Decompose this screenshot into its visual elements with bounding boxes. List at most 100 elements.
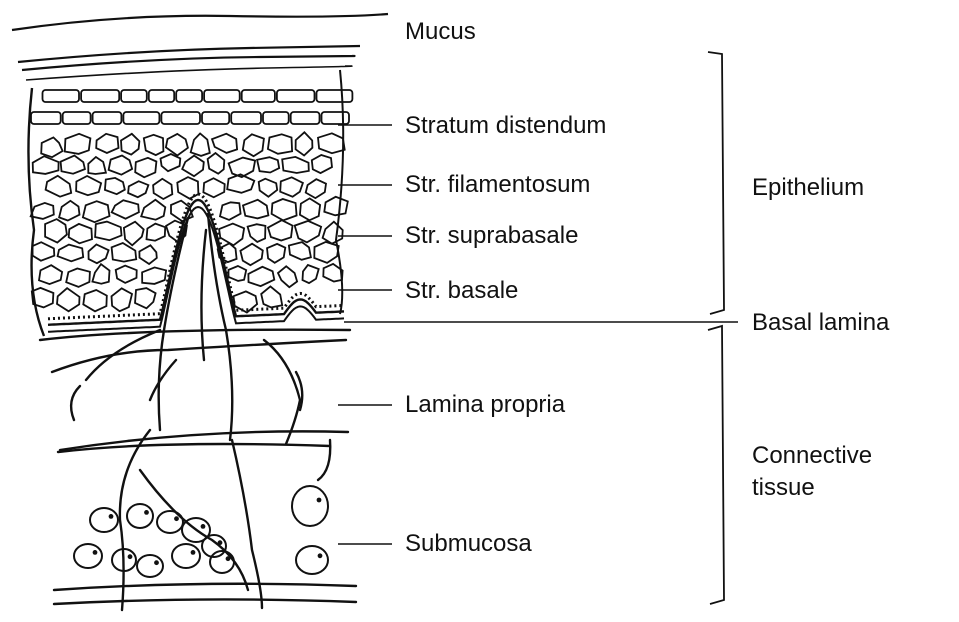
epithelial-cell [135, 158, 156, 178]
fat-cell [127, 504, 153, 528]
label-epithelium: Epithelium [752, 174, 864, 202]
epithelial-cell [324, 197, 348, 216]
epithelial-cell [66, 269, 90, 287]
epithelial-cell [306, 179, 326, 198]
epithelial-cell [128, 181, 148, 197]
fat-cell-nucleus [93, 550, 98, 555]
label-mucus: Mucus [405, 18, 476, 46]
label-lamina-propria: Lamina propria [405, 391, 565, 419]
epithelial-cell [33, 242, 55, 261]
fat-cell-nucleus [154, 560, 159, 565]
epithelial-cell [41, 137, 62, 157]
epithelial-cell [161, 112, 200, 124]
epithelial-cell [268, 134, 292, 154]
epithelial-cell [105, 178, 125, 194]
epithelial-cell [295, 221, 321, 243]
epithelial-cell [81, 90, 119, 102]
epithelial-cell [303, 265, 319, 283]
epithelial-cell [229, 266, 247, 281]
epithelial-cells [28, 70, 352, 336]
fat-cell [157, 511, 183, 533]
epithelial-cell [323, 222, 343, 244]
epithelial-cell [92, 264, 109, 284]
epithelial-cell [259, 179, 278, 197]
fat-cell-nucleus [191, 550, 196, 555]
connective-fiber [52, 340, 346, 372]
epithelial-cell [322, 112, 350, 124]
epithelial-cell [112, 200, 139, 219]
epithelial-cell [124, 222, 144, 246]
epithelial-cell [314, 242, 338, 263]
epithelial-cell [277, 90, 315, 102]
epithelial-cell [212, 134, 237, 153]
epithelial-cell [202, 112, 229, 124]
epithelial-cell [116, 266, 137, 283]
epithelial-cell [191, 134, 210, 156]
epithelial-cell [231, 112, 261, 124]
epithelial-cell [33, 156, 59, 174]
epithelial-cell [240, 244, 262, 266]
epithelial-cell [142, 267, 166, 284]
epithelial-cell [89, 244, 109, 263]
epithelial-cell [144, 135, 164, 155]
epithelial-cell [300, 198, 320, 220]
epithelial-cell [317, 90, 353, 102]
epithelial-cell [43, 90, 80, 102]
fat-cell [90, 508, 118, 532]
label-stratum-distendum: Stratum distendum [405, 112, 606, 140]
connective-fiber [140, 470, 248, 590]
mucus-line [12, 14, 388, 30]
epithelial-cell [280, 177, 303, 196]
epithelial-cell [45, 219, 67, 243]
epithelial-cell [59, 201, 79, 221]
label-basal-lamina: Basal lamina [752, 309, 889, 337]
epithelial-cell [219, 224, 244, 246]
epithelial-cell [272, 199, 297, 220]
epithelial-cell [141, 200, 165, 220]
epithelial-cell [166, 134, 188, 156]
label-connective-tissue-line2: tissue [752, 474, 815, 502]
epithelial-cell [109, 156, 133, 175]
mucus-sheet-3 [26, 66, 352, 80]
connective-fiber [201, 230, 206, 360]
epithelial-cell [83, 201, 110, 222]
epithelial-cell [147, 224, 166, 241]
connective-fiber [54, 599, 356, 604]
epithelial-cell [121, 134, 139, 155]
epithelial-cell [220, 202, 241, 220]
connective-fiber [264, 340, 300, 444]
connective-fiber [159, 218, 188, 430]
label-submucosa: Submucosa [405, 530, 532, 558]
epithelial-cell [69, 224, 92, 243]
epithelial-cell [153, 179, 172, 199]
label-str-filamentosum: Str. filamentosum [405, 171, 590, 199]
epithelial-cell [31, 112, 61, 124]
basal-lamina-underline [48, 207, 344, 332]
epithelial-cell [204, 90, 240, 102]
connective-fiber [71, 386, 80, 420]
epithelial-cell [61, 156, 85, 174]
fat-cell-nucleus [201, 524, 206, 529]
epithelial-cell [57, 288, 80, 311]
epithelial-cell [182, 156, 204, 177]
fat-cell-nucleus [109, 514, 114, 519]
epithelial-cell [263, 112, 289, 124]
epithelial-cell [121, 90, 147, 102]
connective-fiber [86, 330, 160, 380]
fat-cell [172, 544, 200, 568]
epithelial-cell [243, 200, 268, 219]
connective-tissue-bracket [708, 326, 724, 604]
fat-cell-nucleus [218, 540, 223, 545]
label-connective-tissue-line1: Connective [752, 442, 872, 470]
label-str-basale: Str. basale [405, 277, 518, 305]
epithelial-cell [161, 154, 181, 171]
epithelial-cell [312, 155, 332, 173]
epithelial-cell [242, 90, 275, 102]
epithelial-cell [76, 176, 101, 195]
epithelial-cell [268, 220, 293, 240]
epithelial-cell [203, 178, 224, 197]
epithelial-cell [176, 90, 202, 102]
connective-fiber [40, 330, 350, 340]
epithelial-cell [95, 222, 121, 241]
